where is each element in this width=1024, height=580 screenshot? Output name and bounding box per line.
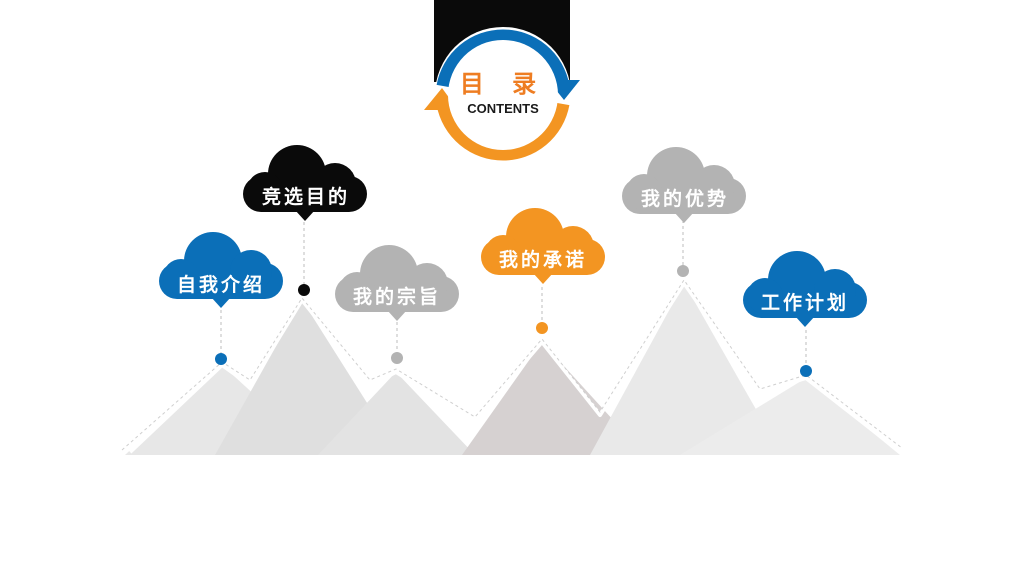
cloud-icon[interactable] <box>743 251 867 327</box>
cloud-label-intro[interactable]: 自我介绍 <box>176 274 265 296</box>
cloud-icon[interactable] <box>335 245 459 321</box>
cloud-icon[interactable] <box>622 147 746 223</box>
page-title: 目 录 <box>459 70 547 98</box>
cloud-label-purpose[interactable]: 竞选目的 <box>261 186 350 208</box>
marker-dot <box>536 322 548 334</box>
marker-dot <box>215 353 227 365</box>
marker-dot <box>391 352 403 364</box>
cloud-label-promise[interactable]: 我的承诺 <box>498 249 587 271</box>
marker-dot <box>298 284 310 296</box>
cloud-label-advantage[interactable]: 我的优势 <box>640 188 729 210</box>
mountains <box>125 283 900 455</box>
cloud-icon[interactable] <box>481 208 605 284</box>
marker-dot <box>800 365 812 377</box>
cloud-icon[interactable] <box>159 232 283 308</box>
cloud-label-plan[interactable]: 工作计划 <box>760 292 849 314</box>
cloud-label-tenet[interactable]: 我的宗旨 <box>352 286 441 308</box>
cloud-icon[interactable] <box>243 145 367 221</box>
page-subtitle: CONTENTS <box>467 101 539 116</box>
connectors <box>220 220 807 371</box>
marker-dot <box>677 265 689 277</box>
refresh-arrows-icon <box>424 27 580 163</box>
marker-dots <box>215 265 812 377</box>
